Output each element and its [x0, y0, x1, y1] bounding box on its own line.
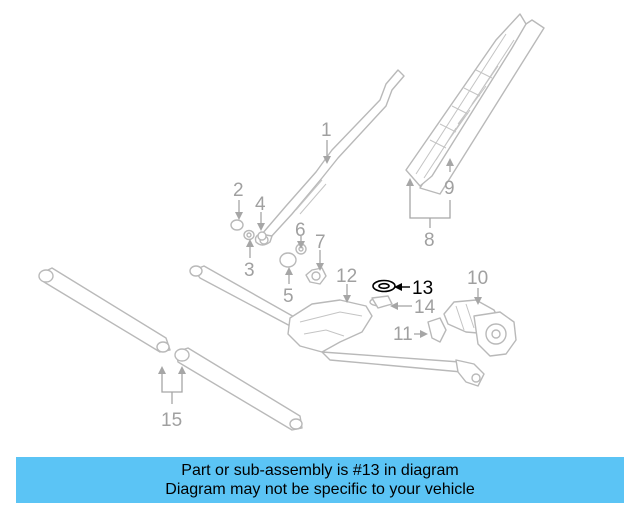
callout-number-1: 1 [321, 120, 332, 141]
callout-number-6: 6 [295, 220, 306, 241]
callout-number-13: 13 [412, 278, 433, 299]
callout-number-5: 5 [283, 286, 294, 307]
clip-part [427, 317, 447, 343]
callout-number-2: 2 [233, 180, 244, 201]
wiper-motor-part [443, 299, 517, 357]
callout-number-10: 10 [467, 268, 488, 289]
drive-link-left-part [38, 267, 171, 353]
banner-line-2: Diagram may not be specific to your vehi… [165, 481, 475, 498]
wiper-linkage-part [189, 265, 485, 387]
callout-number-8: 8 [424, 230, 435, 251]
banner-line-1: Part or sub-assembly is #13 in diagram [181, 462, 459, 479]
callout-leader-13 [394, 283, 410, 291]
drive-link-right-part [174, 347, 303, 431]
info-banner: Part or sub-assembly is #13 in diagram D… [16, 457, 624, 503]
callout-leaders [158, 140, 482, 404]
callout-number-3: 3 [244, 260, 255, 281]
callout-number-14: 14 [414, 297, 436, 318]
parts-diagram: 1 2 4 3 5 6 7 9 8 10 12 13 14 11 15 [38, 13, 545, 431]
callout-number-7: 7 [315, 232, 326, 253]
callout-number-9: 9 [444, 178, 455, 199]
wiper-blade-part [405, 13, 545, 195]
bracket-part [369, 295, 393, 309]
highlighted-grommet-part [372, 279, 396, 293]
callout-number-12: 12 [336, 266, 357, 287]
callout-number-11: 11 [393, 324, 413, 345]
small-hardware-parts [230, 219, 327, 285]
callout-number-15: 15 [161, 410, 182, 431]
callout-number-4: 4 [255, 194, 266, 215]
